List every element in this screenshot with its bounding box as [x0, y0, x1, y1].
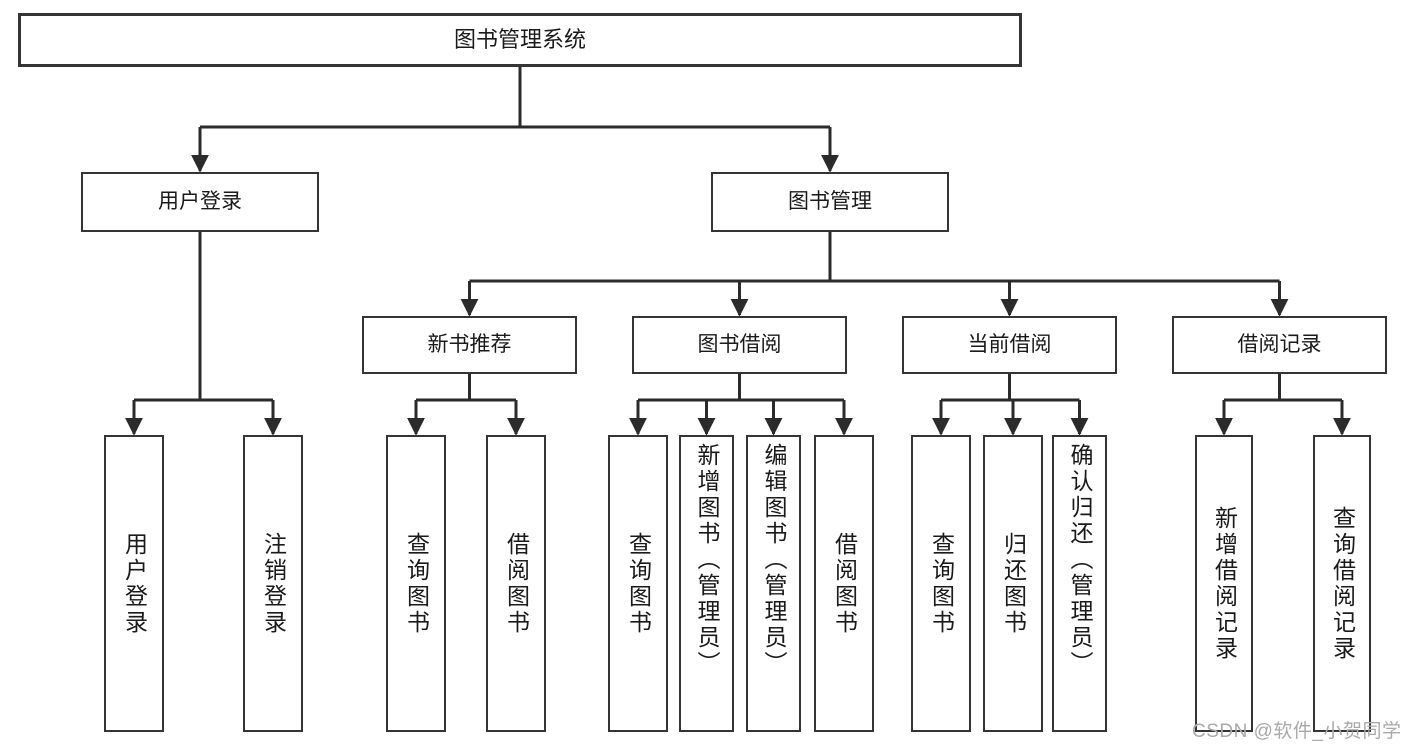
node-leaf-user-logout[interactable]: 注销登录 [243, 435, 303, 732]
node-label: 新增图书（管理员） [694, 443, 720, 677]
node-leaf-confirm-return[interactable]: 确认归还（管理员） [1052, 435, 1107, 732]
node-book-manage[interactable]: 图书管理 [711, 172, 949, 232]
node-leaf-query-record[interactable]: 查询借阅记录 [1313, 435, 1371, 732]
node-leaf-user-login[interactable]: 用户登录 [104, 435, 164, 732]
node-label: 借阅图书 [503, 531, 530, 636]
node-new-book-rec[interactable]: 新书推荐 [362, 316, 577, 374]
node-label: 借阅图书 [831, 531, 858, 636]
node-leaf-return-book[interactable]: 归还图书 [983, 435, 1043, 732]
node-label: 新书推荐 [427, 332, 512, 356]
node-label: 查询借阅记录 [1329, 505, 1356, 662]
node-label: 确认归还（管理员） [1067, 443, 1093, 677]
node-leaf-query-book-2[interactable]: 查询图书 [608, 435, 668, 732]
node-label: 图书借阅 [697, 332, 782, 356]
node-book-borrow[interactable]: 图书借阅 [632, 316, 847, 374]
node-leaf-edit-book[interactable]: 编辑图书（管理员） [746, 435, 801, 732]
node-label: 编辑图书（管理员） [761, 443, 787, 677]
node-current-borrow[interactable]: 当前借阅 [902, 316, 1117, 374]
node-leaf-query-book-3[interactable]: 查询图书 [911, 435, 971, 732]
node-leaf-borrow-book-1[interactable]: 借阅图书 [486, 435, 546, 732]
node-label: 查询图书 [625, 531, 652, 636]
node-leaf-add-book[interactable]: 新增图书（管理员） [679, 435, 734, 732]
node-label: 注销登录 [260, 531, 287, 636]
node-label: 查询图书 [928, 531, 955, 636]
node-leaf-borrow-book-2[interactable]: 借阅图书 [814, 435, 874, 732]
edges-group [125, 67, 1351, 436]
node-label: 用户登录 [158, 189, 242, 213]
node-leaf-query-book-1[interactable]: 查询图书 [386, 435, 446, 732]
node-label: 新增借阅记录 [1211, 505, 1238, 662]
node-label: 归还图书 [1000, 531, 1027, 636]
watermark-label: CSDN @软件_小贺同学 [1192, 721, 1402, 742]
node-borrow-record[interactable]: 借阅记录 [1172, 316, 1387, 374]
node-root[interactable]: 图书管理系统 [18, 13, 1022, 67]
node-user-login[interactable]: 用户登录 [81, 172, 319, 232]
node-label: 借阅记录 [1237, 332, 1322, 356]
node-label: 查询图书 [403, 531, 430, 636]
node-label: 用户登录 [121, 531, 148, 636]
node-label: 当前借阅 [967, 332, 1052, 356]
node-label: 图书管理系统 [453, 27, 586, 53]
node-leaf-add-record[interactable]: 新增借阅记录 [1195, 435, 1253, 732]
node-label: 图书管理 [788, 189, 872, 213]
